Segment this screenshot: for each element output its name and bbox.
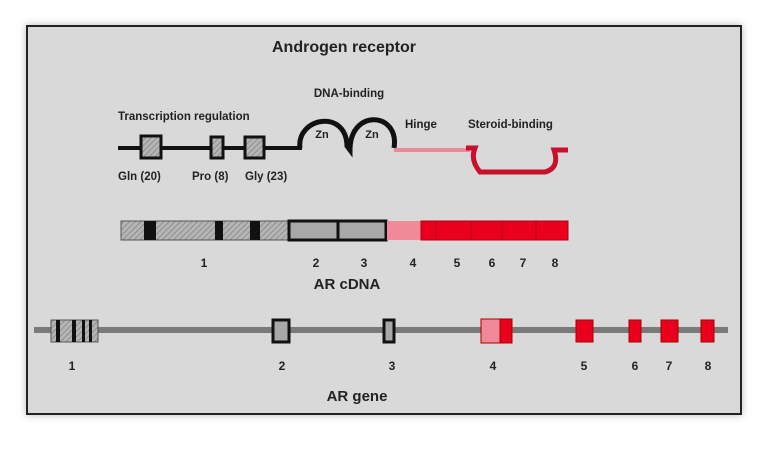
cdna-exon-label: 6: [489, 256, 496, 270]
protein-domain-schematic: Transcription regulation DNA-binding Hin…: [118, 88, 568, 183]
gene-exon-7: [660, 319, 679, 343]
gene-exon-3: [382, 318, 396, 344]
gly-repeat-box: [243, 135, 266, 160]
cdna-exon-label: 3: [361, 256, 368, 270]
label-gly: Gly (23): [245, 171, 287, 183]
label-zn-2: Zn: [365, 129, 379, 141]
gene-exon-label: 8: [705, 359, 712, 373]
gene-exon-label: 5: [581, 359, 588, 373]
label-gln: Gln (20): [118, 171, 161, 183]
ar-cdna-bar: [120, 219, 569, 242]
gene-exon-5: [575, 319, 594, 343]
gln-repeat-box: [139, 134, 163, 160]
gene-exon-8: [700, 319, 715, 343]
cdna-exon-label: 5: [454, 256, 461, 270]
cdna-exon-label: 1: [201, 256, 208, 270]
cdna-exon-label: 8: [552, 256, 559, 270]
gene-exon-label: 6: [632, 359, 639, 373]
label-transcription-regulation: Transcription regulation: [118, 111, 250, 123]
gene-exon-label: 3: [389, 359, 396, 373]
cdna-exon-label: 4: [410, 256, 417, 270]
gene-title: AR gene: [327, 388, 388, 405]
ar-gene-line: [34, 318, 728, 344]
cdna-exon-label: 7: [520, 256, 527, 270]
label-zn-1: Zn: [315, 129, 329, 141]
pro-repeat-box: [209, 135, 225, 160]
label-steroid-binding: Steroid-binding: [468, 119, 553, 131]
label-hinge: Hinge: [405, 119, 437, 131]
steroid-binding-loop: [466, 145, 568, 175]
gene-exon-label: 2: [279, 359, 286, 373]
gene-exon-2: [271, 318, 291, 344]
cdna-exon-label: 2: [313, 256, 320, 270]
gene-exon-4: [480, 318, 501, 344]
cdna-title: AR cDNA: [314, 276, 381, 293]
zinc-finger-arcs: [297, 117, 397, 158]
diagram-title: Androgen receptor: [272, 39, 416, 56]
label-dna-binding: DNA-binding: [314, 88, 384, 100]
gene-exon-label: 7: [666, 359, 673, 373]
gene-exon-label: 1: [69, 359, 76, 373]
gene-exon-label: 4: [490, 359, 497, 373]
label-pro: Pro (8): [192, 171, 229, 183]
gene-exon-6: [628, 319, 642, 343]
